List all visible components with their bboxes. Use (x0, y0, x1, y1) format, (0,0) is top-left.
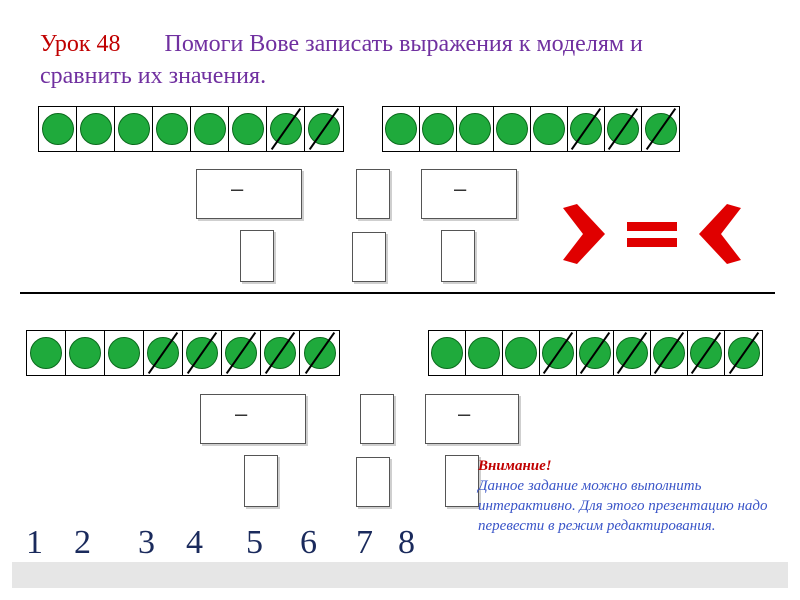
strip-cell (383, 107, 420, 151)
circle-icon (231, 113, 264, 145)
strip-cell (466, 331, 503, 375)
minus-sign: – (231, 176, 244, 201)
attention-note: Внимание! Данное задание можно выполнить… (478, 456, 778, 536)
strip-cell (420, 107, 457, 151)
strip-cell (614, 331, 651, 375)
circle-icon (155, 113, 188, 145)
digit-6[interactable]: 6 (300, 524, 317, 561)
strip-cell (494, 107, 531, 151)
digit-8[interactable]: 8 (398, 524, 415, 561)
model-strip-3 (26, 330, 340, 376)
bottom-bar (12, 562, 788, 588)
minus-sign: – (458, 401, 471, 426)
less-sign[interactable] (699, 204, 741, 264)
note-text: Данное задание можно выполнить интеракти… (478, 478, 768, 534)
minus-sign: – (235, 401, 248, 426)
strip-cell (688, 331, 725, 375)
circle-icon (193, 113, 226, 145)
lesson-number: Урок 48 (40, 31, 121, 57)
strip-cell (183, 331, 222, 375)
strip-cell (153, 107, 191, 151)
circle-icon (431, 337, 463, 369)
strip-cell (642, 107, 679, 151)
strip-cell (577, 331, 614, 375)
strip-cell (267, 107, 305, 151)
digit-2[interactable]: 2 (74, 524, 91, 561)
strip-cell (27, 331, 66, 375)
digit-5[interactable]: 5 (246, 524, 263, 561)
strip-cell (457, 107, 494, 151)
value-box-3[interactable] (441, 230, 475, 282)
comparison-signs[interactable] (555, 200, 755, 270)
strip-cell (144, 331, 183, 375)
task-text: Помоги Вове записать выражения к моделям… (40, 31, 643, 89)
slide (12, 12, 788, 588)
circle-icon (117, 113, 150, 145)
expression-box-2[interactable]: – (421, 169, 517, 219)
strip-cell (222, 331, 261, 375)
expression-box-4[interactable]: – (425, 394, 519, 444)
value-box-6[interactable] (445, 455, 479, 507)
strip-cell (39, 107, 77, 151)
circle-icon (468, 337, 500, 369)
strip-cell (77, 107, 115, 151)
circle-icon (533, 113, 565, 145)
compare-box-1[interactable] (356, 169, 390, 219)
circle-icon (505, 337, 537, 369)
circle-icon (41, 113, 74, 145)
compare-box-2[interactable] (360, 394, 394, 444)
strip-cell (105, 331, 144, 375)
expression-box-3[interactable]: – (200, 394, 306, 444)
strip-cell (568, 107, 605, 151)
strip-cell (191, 107, 229, 151)
circle-icon (108, 337, 140, 369)
value-box-5[interactable] (356, 457, 390, 507)
strip-cell (503, 331, 540, 375)
strip-cell (66, 331, 105, 375)
circle-icon (459, 113, 491, 145)
circle-icon (385, 113, 417, 145)
digit-4[interactable]: 4 (186, 524, 203, 561)
strip-cell (531, 107, 568, 151)
model-strip-1 (38, 106, 344, 152)
strip-cell (305, 107, 343, 151)
note-title: Внимание! (478, 458, 552, 474)
value-box-1[interactable] (240, 230, 274, 282)
circle-icon (496, 113, 528, 145)
strip-cell (300, 331, 339, 375)
strip-cell (540, 331, 577, 375)
circle-icon (422, 113, 454, 145)
greater-sign[interactable] (563, 204, 605, 264)
value-box-2[interactable] (352, 232, 386, 282)
strip-cell (605, 107, 642, 151)
digit-7[interactable]: 7 (356, 524, 373, 561)
strip-cell (651, 331, 688, 375)
strip-cell (429, 331, 466, 375)
strip-cell (261, 331, 300, 375)
minus-sign: – (454, 176, 467, 201)
expression-box-1[interactable]: – (196, 169, 302, 219)
section-divider (20, 292, 775, 294)
circle-icon (69, 337, 101, 369)
digit-3[interactable]: 3 (138, 524, 155, 561)
circle-icon (79, 113, 112, 145)
value-box-4[interactable] (244, 455, 278, 507)
strip-cell (115, 107, 153, 151)
circle-icon (30, 337, 62, 369)
strip-cell (725, 331, 762, 375)
model-strip-4 (428, 330, 763, 376)
equals-sign[interactable] (627, 222, 677, 247)
model-strip-2 (382, 106, 680, 152)
digit-1[interactable]: 1 (26, 524, 43, 561)
strip-cell (229, 107, 267, 151)
